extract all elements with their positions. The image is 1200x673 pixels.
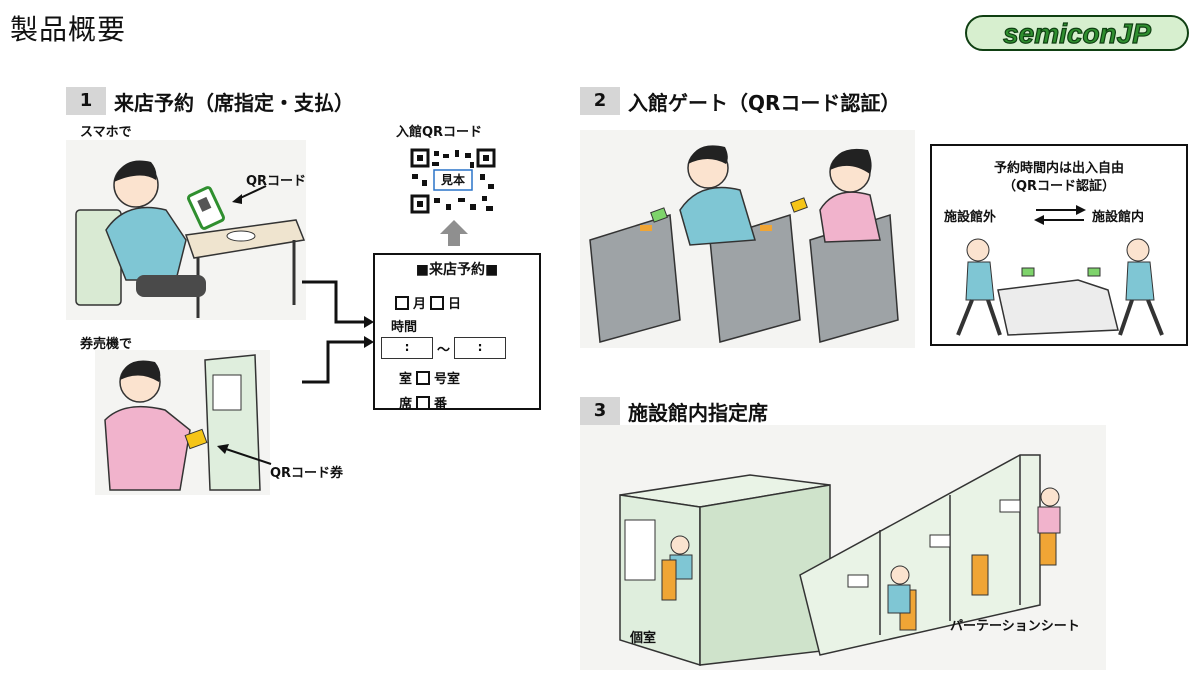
ticket-pointer-arrow <box>217 444 272 465</box>
designated-seats-illustration: 個室 パーテーションシート <box>580 425 1106 670</box>
info-free-entry: 予約時間内は出入自由 <box>993 161 1124 176</box>
kiosk-label: 券売機で <box>80 337 133 352</box>
kiosk-user-illustration <box>95 350 270 495</box>
reservation-form: ■来店予約■ 月 日 時間 : 〜 : 室 号室 席 番 <box>373 253 541 412</box>
seat-number-label: 番 <box>434 397 448 412</box>
seat-row: 席 番 <box>399 393 539 412</box>
info-qr-auth: （QRコード認証） <box>1002 179 1116 194</box>
time-tilde: 〜 <box>437 342 451 358</box>
reservation-form-title: ■来店予約■ <box>415 262 499 278</box>
date-row: 月 日 <box>395 293 539 312</box>
section-2-number: 2 <box>580 87 620 115</box>
seat-checkbox <box>416 395 431 410</box>
day-checkbox <box>430 295 445 310</box>
private-room-label: 個室 <box>630 631 657 646</box>
section-3-title: 施設館内指定席 <box>628 400 768 425</box>
up-arrow <box>440 220 468 246</box>
month-label: 月 <box>413 297 427 312</box>
section-3-heading: 3 施設館内指定席 <box>580 397 768 425</box>
qr-ticket-label: QRコード券 <box>270 466 344 481</box>
section-1-title: 来店予約（席指定・支払） <box>114 90 354 115</box>
smartphone-label: スマホで <box>80 125 132 140</box>
time-row: : 〜 : <box>381 337 539 359</box>
month-checkbox <box>395 295 409 310</box>
entry-gate-illustration <box>580 130 915 348</box>
entry-qr-code: 見本 <box>410 148 496 214</box>
qr-pointer-arrow <box>232 185 267 204</box>
qr-code-label: QRコード <box>246 174 307 189</box>
entry-qr-label: 入館QRコード <box>396 125 483 140</box>
section-2-title: 入館ゲート（QRコード認証） <box>628 90 901 115</box>
room-checkbox <box>416 370 431 385</box>
section-1-heading: 1 来店予約（席指定・支払） <box>66 87 354 115</box>
time-label: 時間 <box>391 320 418 335</box>
smartphone-user-illustration <box>66 140 306 320</box>
time-start-box: : <box>381 337 433 359</box>
inside-label: 施設館内 <box>1092 210 1145 225</box>
time-end-box: : <box>454 337 507 359</box>
logo-text: semiconJP <box>1003 18 1151 49</box>
section-3-number: 3 <box>580 397 620 425</box>
section-1-number: 1 <box>66 87 106 115</box>
room-label: 室 <box>399 372 413 387</box>
gate-info-box: 予約時間内は出入自由 （QRコード認証） 施設館外 施設館内 <box>930 144 1188 346</box>
bidirectional-arrows <box>1034 205 1086 225</box>
seat-label: 席 <box>399 397 413 412</box>
walking-people-illustration <box>956 238 1164 336</box>
section-2-heading: 2 入館ゲート（QRコード認証） <box>580 87 900 115</box>
page-title: 製品概要 <box>10 13 127 46</box>
qr-sample-mark: 見本 <box>440 173 465 187</box>
room-number-label: 号室 <box>434 372 461 387</box>
day-label: 日 <box>448 297 462 312</box>
semiconjp-logo: semiconJP <box>962 12 1192 54</box>
room-row: 室 号室 <box>399 368 539 387</box>
flow-connector-arrows <box>302 280 374 384</box>
outside-label: 施設館外 <box>944 210 997 225</box>
partition-seat-label: パーテーションシート <box>950 619 1080 634</box>
